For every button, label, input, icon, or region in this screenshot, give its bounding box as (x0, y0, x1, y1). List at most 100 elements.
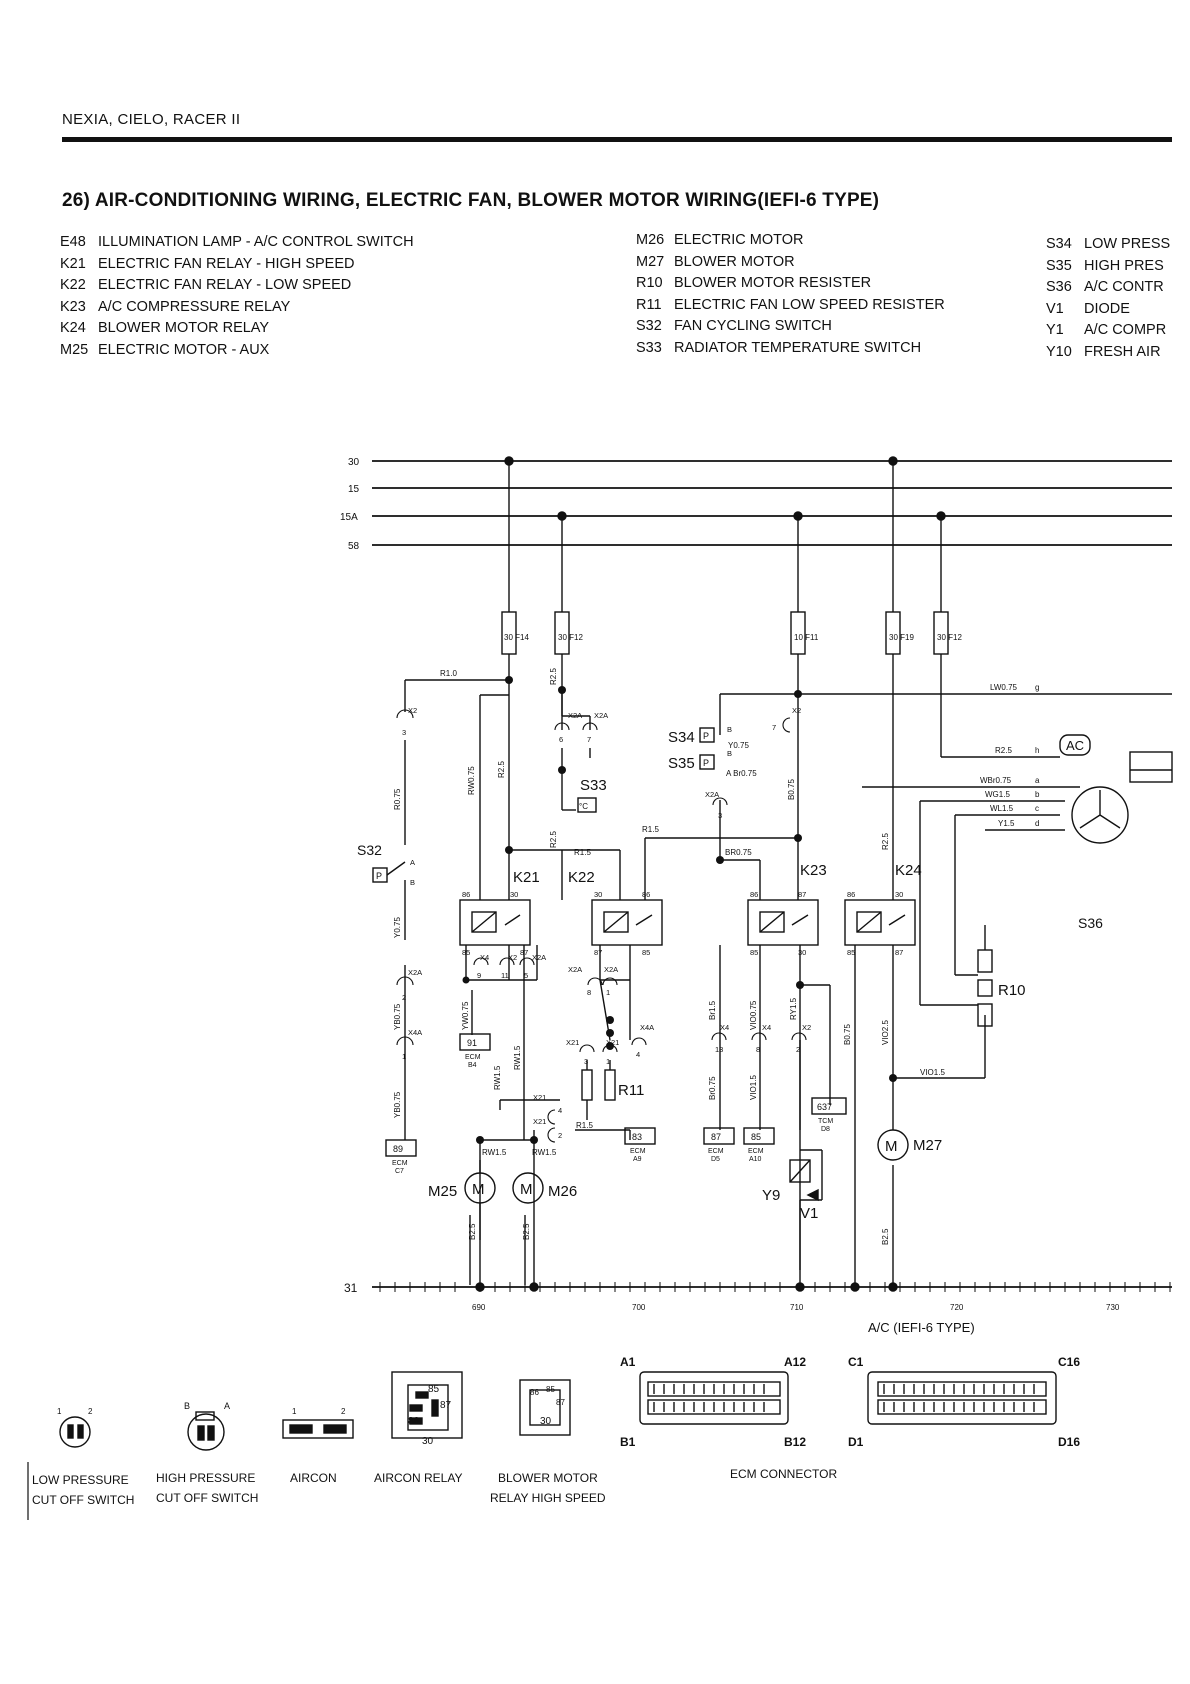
svg-text:LW0.75: LW0.75 (990, 683, 1018, 692)
svg-text:C16: C16 (1058, 1355, 1080, 1369)
svg-text:3: 3 (402, 728, 406, 737)
bus-30-label: 30 (348, 457, 360, 468)
svg-text:Br1.5: Br1.5 (708, 1000, 717, 1020)
ground-ticks (379, 1282, 1171, 1292)
svg-text:RW1.5: RW1.5 (532, 1148, 557, 1157)
diagram-subtitle: A/C (IEFI-6 TYPE) (868, 1320, 975, 1335)
svg-text:7: 7 (587, 735, 591, 744)
svg-text:VIO2.5: VIO2.5 (881, 1020, 890, 1045)
svg-text:86: 86 (847, 890, 855, 899)
svg-text:X21: X21 (533, 1093, 546, 1102)
motor-m27: M M27 (877, 1129, 942, 1161)
power-buses: 30 15 15A 58 (340, 456, 1172, 552)
svg-text:A: A (410, 858, 415, 867)
svg-text:B: B (410, 878, 415, 887)
svg-text:b: b (1035, 790, 1040, 799)
svg-text:B2.5: B2.5 (522, 1223, 531, 1240)
svg-text:RY1.5: RY1.5 (789, 997, 798, 1020)
fuse-f11-label: 10 F11 (794, 633, 819, 642)
svg-text:R1.5: R1.5 (642, 825, 659, 834)
svg-text:YW0.75: YW0.75 (461, 1001, 470, 1030)
svg-text:R0.75: R0.75 (393, 788, 402, 810)
svg-text:P: P (376, 871, 382, 881)
svg-text:8: 8 (756, 1045, 760, 1054)
caption-aircon: AIRCON (290, 1471, 337, 1485)
svg-text:3: 3 (584, 1057, 588, 1066)
svg-text:85: 85 (642, 948, 650, 957)
svg-text:87: 87 (895, 948, 903, 957)
svg-text:30: 30 (895, 890, 903, 899)
switch-s34: P S34 B (668, 725, 732, 746)
svg-text:X21: X21 (533, 1117, 546, 1126)
svg-text:ECM: ECM (630, 1148, 646, 1155)
relay-k21-label: K21 (513, 869, 540, 886)
aircon-relay-connector-icon: 85 87 86 30 (391, 1371, 463, 1447)
svg-text:87: 87 (594, 948, 602, 957)
svg-text:B: B (184, 1401, 190, 1411)
svg-text:YB0.75: YB0.75 (393, 1003, 402, 1030)
ground-bus: 31 690 700 710 720 730 (344, 1281, 1172, 1312)
svg-text:85: 85 (428, 1384, 440, 1395)
switch-s33-label: S33 (580, 777, 607, 794)
svg-text:P: P (703, 758, 709, 768)
svg-text:X4A: X4A (408, 1028, 422, 1037)
svg-text:1: 1 (292, 1407, 297, 1416)
svg-text:A: A (224, 1401, 230, 1411)
svg-text:2: 2 (402, 993, 406, 1002)
svg-text:1: 1 (606, 1057, 610, 1066)
svg-text:M: M (472, 1181, 485, 1198)
svg-text:83: 83 (632, 1132, 642, 1142)
svg-text:30: 30 (594, 890, 602, 899)
switch-s35: P S35 B (668, 749, 732, 772)
grid-720: 720 (950, 1303, 964, 1312)
svg-text:B2.5: B2.5 (468, 1223, 477, 1240)
svg-text:C7: C7 (395, 1168, 404, 1175)
svg-text:2: 2 (88, 1407, 93, 1416)
switch-s32-label: S32 (357, 842, 382, 858)
svg-text:30: 30 (422, 1436, 434, 1447)
svg-text:°C: °C (579, 802, 588, 811)
svg-text:85: 85 (847, 948, 855, 957)
header-rule (62, 137, 1172, 142)
caption-aircon-relay: AIRCON RELAY (374, 1471, 462, 1485)
svg-text:5: 5 (524, 971, 528, 980)
svg-text:A10: A10 (749, 1156, 762, 1163)
motor-m25-label: M25 (428, 1183, 457, 1200)
svg-text:ECM: ECM (392, 1160, 408, 1167)
svg-text:4: 4 (558, 1106, 562, 1115)
svg-text:A12: A12 (784, 1355, 806, 1369)
svg-text:89: 89 (393, 1144, 403, 1154)
svg-text:WL1.5: WL1.5 (990, 804, 1014, 813)
svg-text:BR0.75: BR0.75 (725, 848, 752, 857)
svg-text:2: 2 (341, 1407, 346, 1416)
svg-text:87: 87 (520, 948, 528, 957)
ac-label: AC (1066, 738, 1084, 753)
caption-high-pressure-line-2: CUT OFF SWITCH (156, 1491, 258, 1505)
svg-text:D5: D5 (711, 1156, 720, 1163)
svg-text:M: M (520, 1181, 533, 1198)
svg-text:VIO1.5: VIO1.5 (749, 1075, 758, 1100)
switch-s36-label: S36 (1078, 915, 1103, 931)
resistor-r11-label: R11 (618, 1082, 644, 1099)
svg-text:30: 30 (798, 948, 806, 957)
svg-text:X2: X2 (508, 953, 517, 962)
svg-text:A1: A1 (620, 1355, 636, 1369)
caption-blower-relay-line-1: BLOWER MOTOR (498, 1471, 598, 1485)
svg-text:87: 87 (798, 890, 806, 899)
svg-text:637: 637 (817, 1102, 832, 1112)
